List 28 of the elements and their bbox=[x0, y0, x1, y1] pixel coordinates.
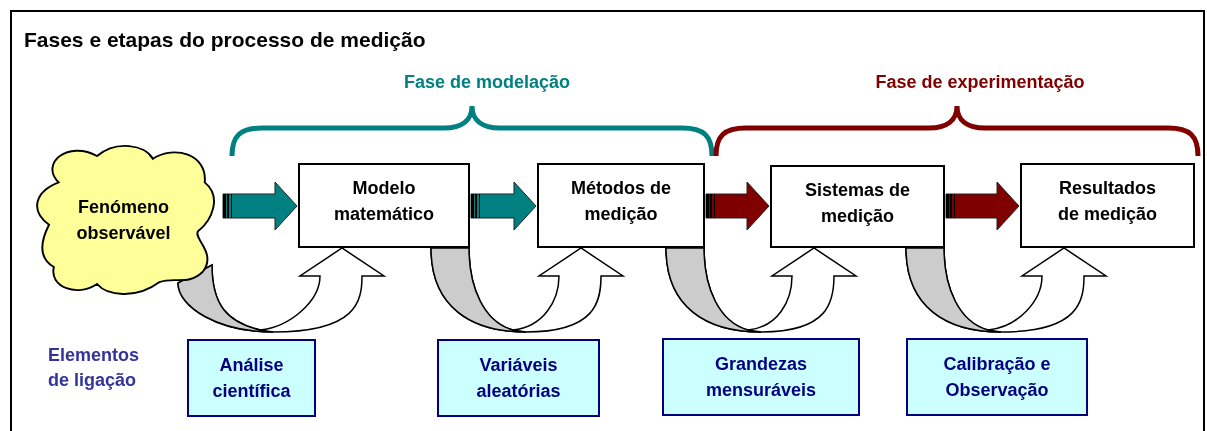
node-label: Calibração e Observação bbox=[942, 353, 1052, 402]
curved-arrow bbox=[905, 247, 1107, 333]
link-box bbox=[437, 339, 600, 417]
process-box bbox=[1020, 163, 1195, 248]
process-box bbox=[770, 165, 945, 248]
diagram-title: Fases e etapas do processo de medição bbox=[24, 28, 426, 52]
node-label: Sistemas de medição bbox=[803, 179, 912, 228]
node-label: Fenómeno observável bbox=[75, 196, 172, 245]
node-label: Grandezas mensuráveis bbox=[704, 353, 818, 402]
block-arrow bbox=[945, 181, 1020, 231]
process-box bbox=[537, 163, 705, 248]
curved-arrow bbox=[665, 247, 857, 333]
node-label: Modelo matemático bbox=[332, 177, 435, 226]
node-label: Variáveis aleatórias bbox=[475, 354, 562, 403]
block-arrow bbox=[705, 181, 770, 231]
curved-arrow bbox=[430, 247, 624, 333]
phase-label: Fase de modelação bbox=[403, 72, 571, 93]
link-box bbox=[187, 339, 316, 417]
phase-label: Fase de experimentação bbox=[875, 72, 1085, 93]
block-arrow bbox=[470, 181, 537, 231]
link-box bbox=[662, 338, 860, 416]
node-label: Análise científica bbox=[211, 354, 292, 403]
row-label: Elementos de ligação bbox=[48, 344, 141, 392]
node-label: Resultados de medição bbox=[1056, 177, 1158, 226]
node-label: Métodos de medição bbox=[570, 177, 672, 226]
link-box bbox=[906, 338, 1088, 416]
block-arrow bbox=[222, 181, 298, 231]
process-box bbox=[298, 163, 470, 248]
